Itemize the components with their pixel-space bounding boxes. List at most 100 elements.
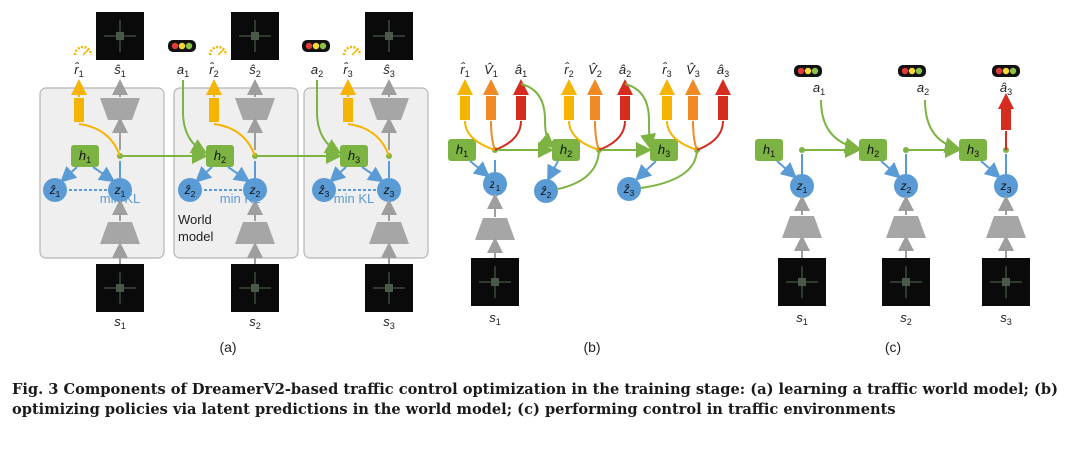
panel-a-kl-label-1: min KL [100, 191, 140, 206]
panel-a-recon-frame-2-junction [251, 32, 259, 40]
panel-a-shat-1: ŝ1 [114, 62, 126, 79]
figure-caption: Fig. 3 Components of DreamerV2-based tra… [12, 380, 1070, 420]
panel-c-h-3 [959, 139, 987, 161]
panel-b-reward-label-3: r̂3 [662, 62, 672, 79]
panel-b-zhat-3 [617, 177, 641, 201]
panel-b-zhat-2-label: ẑ2 [540, 184, 552, 200]
panel-a-z-2-label: z2 [249, 183, 261, 199]
panel-a-reward-path-1 [78, 123, 121, 157]
panel-c-z-3-label: z3 [1000, 179, 1012, 195]
panel-b-reward-bar-3 [662, 96, 672, 120]
panel-c-lights-2-green [915, 67, 923, 75]
panel-c-lights-1-yellow [804, 67, 812, 75]
panel-b-reward-path-3 [666, 120, 698, 151]
panel-b-zhat-3-link [640, 149, 698, 189]
panel-b-encoder [475, 218, 515, 240]
panel-b-action-feed-2 [624, 83, 656, 150]
panel-a-gauge-1-needle [82, 49, 89, 56]
panel-a-decoder-1 [100, 98, 140, 120]
panel-b-zhat-2-link [557, 149, 600, 190]
panel-c-h-to-z-2 [880, 160, 901, 179]
panel-b-action-bar-3 [718, 96, 728, 120]
panel-a-shat-2: ŝ2 [249, 62, 261, 79]
panel-b-s-label: s1 [489, 310, 501, 327]
panel-b-h-3-label: h3 [658, 142, 670, 159]
panel-a-kl-label-3: min KL [334, 191, 374, 206]
panel-b-reward-bar-1 [460, 96, 470, 120]
panel-b-value-label-1: V̂1 [484, 62, 498, 79]
panel-a-lights-3-green [319, 42, 327, 50]
panel-a-s-label-3: s3 [383, 314, 395, 331]
panel-c-z-2 [894, 174, 918, 198]
panel-a-h-1-label: h1 [79, 148, 91, 165]
panel-b-action-path-2 [598, 120, 626, 151]
panel-a-h-to-z-2 [227, 166, 251, 183]
panel-b-h-1 [448, 139, 476, 161]
panel-b-action-feed-1 [520, 83, 556, 149]
panel-a-encoder-1 [100, 222, 140, 244]
panel-b-value-label-2: V̂2 [588, 62, 602, 79]
panel-a-lights-2-yellow [178, 42, 186, 50]
panel-b-h-2-label: h2 [560, 142, 572, 159]
panel-a-reward-path-2 [213, 123, 256, 157]
panel-a-z-3-label: z3 [383, 183, 395, 199]
panel-a-box-3 [303, 87, 429, 259]
panel-b-value-path-3 [692, 120, 698, 151]
panel-a-shat-3: ŝ3 [383, 62, 395, 79]
panel-c-h-1-label: h1 [763, 142, 775, 159]
panel-b-action-label-3: â3 [717, 62, 729, 79]
panel-b-reward-path-1 [464, 120, 496, 151]
panel-a-h-1 [71, 145, 99, 167]
panel-b-reward-path-2 [568, 120, 600, 151]
panel-a-gauge-2-needle [217, 49, 224, 56]
panel-c-h-2-label: h2 [867, 142, 879, 159]
panel-b-zhat-3-label: ẑ3 [623, 182, 635, 198]
panel-c-h-3-label: h3 [967, 142, 979, 159]
panel-c-caption: (c) [885, 339, 901, 355]
panel-a-z-2 [243, 178, 267, 202]
panel-a-h-to-z-1 [92, 166, 116, 183]
panel-b-h-to-zhat-2 [547, 160, 562, 182]
panel-c-z-1-label: z1 [796, 179, 808, 195]
panel-c-lights-2-yellow [908, 67, 916, 75]
panel-c-lights-3-green [1009, 67, 1017, 75]
panel-a-reward-bar-2 [209, 98, 219, 122]
panel-b-zhat-2 [534, 179, 558, 203]
panel-c-encoder-3 [986, 216, 1026, 238]
panel-b-action-path-3 [696, 120, 724, 151]
panel-c-lights-3-yellow [1002, 67, 1010, 75]
panel-a-recon-frame-1-junction [116, 32, 124, 40]
panel-c-action-path-1 [820, 99, 861, 154]
panel-c-z-3 [994, 174, 1018, 198]
panel-c-encoder-2 [886, 216, 926, 238]
panel-a-action-path-2 [182, 80, 208, 154]
panel-b-action-bar-1 [516, 96, 526, 120]
panel-a-reward-label-1: r̂1 [74, 62, 84, 79]
panel-a-zhat-2-label: ẑ2 [184, 183, 196, 199]
panel-a-recon-frame-3-junction [385, 32, 393, 40]
panel-b-action-label-1: â1 [515, 62, 527, 79]
panel-c-action-path-2 [924, 99, 961, 153]
panel-b-value-bar-2 [590, 96, 600, 120]
panel-a-lights-3-red [305, 42, 313, 50]
panel-a-encoder-2 [235, 222, 275, 244]
panel-a-zhat-3 [312, 178, 336, 202]
panel-c-s-label-1: s1 [796, 310, 808, 327]
panel-a-zhat-3-label: ẑ3 [318, 183, 330, 199]
panel-b-h-2 [552, 139, 580, 161]
panel-c-lights-2-red [901, 67, 909, 75]
panel-a-h-2 [206, 145, 234, 167]
panel-a-zhat-1 [43, 178, 67, 202]
panel-a-gauge-3 [342, 45, 362, 56]
panel-a-decoder-2 [235, 98, 275, 120]
panel-a-h-3-label: h3 [348, 148, 360, 165]
panel-a-z-1-label: z1 [114, 183, 126, 199]
panel-c-s-label-3: s3 [1000, 310, 1012, 327]
panel-a-zhat-1-label: ẑ1 [49, 183, 61, 199]
panel-c-frame-2-junction [902, 278, 910, 286]
panel-c-action-label-2: a2 [917, 80, 929, 97]
panel-c-h-to-z-1 [776, 160, 797, 179]
panel-a-reward-bar-1 [74, 98, 84, 122]
panel-a-lights-2-red [171, 42, 179, 50]
panel-a-frame-1-junction [116, 284, 124, 292]
